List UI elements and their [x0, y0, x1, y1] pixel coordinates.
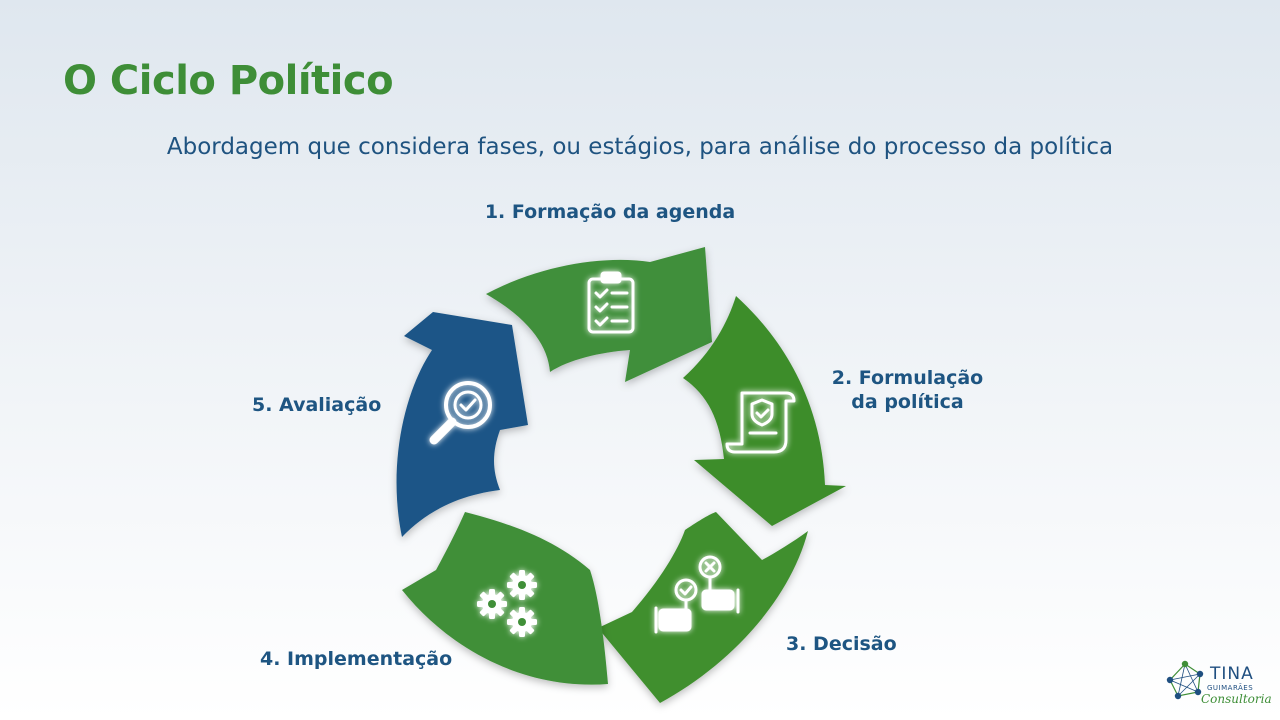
stage-label-formulation: 2. Formulação da política: [831, 367, 984, 413]
logo-line-1: GUIMARÃES: [1207, 684, 1254, 692]
stage-1-arrow: [486, 247, 712, 382]
decision-hands-icon: [654, 555, 740, 634]
network-logo-icon: [1166, 660, 1204, 700]
stage-label-decision: 3. Decisão: [786, 633, 897, 655]
magnifier-check-icon: [429, 381, 492, 445]
stage-label-agenda: 1. Formação da agenda: [484, 201, 736, 223]
stage-2-arrow: [683, 296, 846, 526]
stage-4-arrow: [402, 512, 608, 685]
company-logo: TINA GUIMARÃES Consultoria: [1163, 656, 1273, 712]
stage-label-implementation: 4. Implementação: [260, 648, 453, 670]
clipboard-checklist-icon: [587, 271, 635, 334]
stage-label-evaluation: 5. Avaliação: [252, 394, 382, 416]
logo-line-2: Consultoria: [1201, 692, 1272, 706]
gears-icon: [477, 570, 537, 637]
shield-document-icon: [725, 391, 796, 454]
page-subtitle: Abordagem que considera fases, ou estági…: [166, 134, 1114, 160]
logo-name: TINA: [1210, 664, 1254, 684]
page-title: O Ciclo Político: [63, 58, 394, 104]
